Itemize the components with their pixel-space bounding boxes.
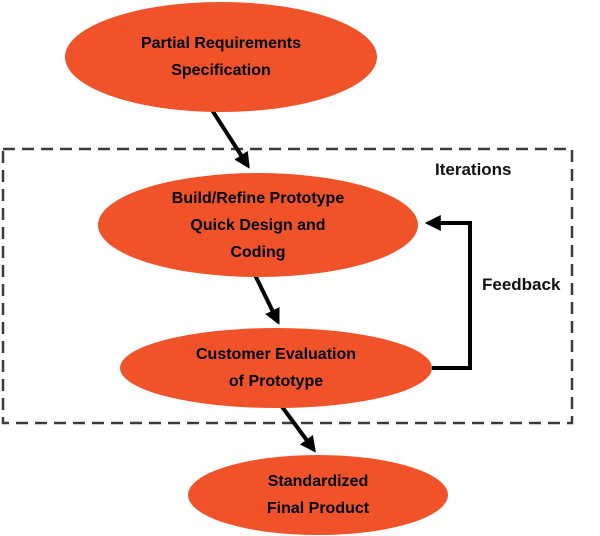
feedback-label: Feedback <box>482 275 561 294</box>
iterations-label: Iterations <box>435 160 512 179</box>
arrow-requirements-to-prototype-icon <box>210 108 250 169</box>
node-partial-requirements-specification: Partial Requirements Specification <box>65 2 377 112</box>
node-customer-evaluation: Customer Evaluation of Prototype <box>120 328 432 408</box>
arrow-prototype-to-evaluation-icon <box>253 274 280 325</box>
node-customer-evaluation-label: Customer Evaluation of Prototype <box>195 346 357 390</box>
node-build-refine-label: Build/Refine Prototype Quick Design and … <box>171 189 345 261</box>
feedback-loop-arrow-icon <box>424 215 472 370</box>
arrow-evaluation-to-final-icon <box>278 402 316 453</box>
iterations-boundary-box <box>1 147 574 425</box>
node-standardized-final-product: Standardized Final Product <box>188 455 448 535</box>
node-partial-requirements-label: Partial Requirements Specification <box>140 35 302 79</box>
node-final-product-label: Standardized Final Product <box>266 473 370 517</box>
node-build-refine-prototype: Build/Refine Prototype Quick Design and … <box>98 173 418 277</box>
